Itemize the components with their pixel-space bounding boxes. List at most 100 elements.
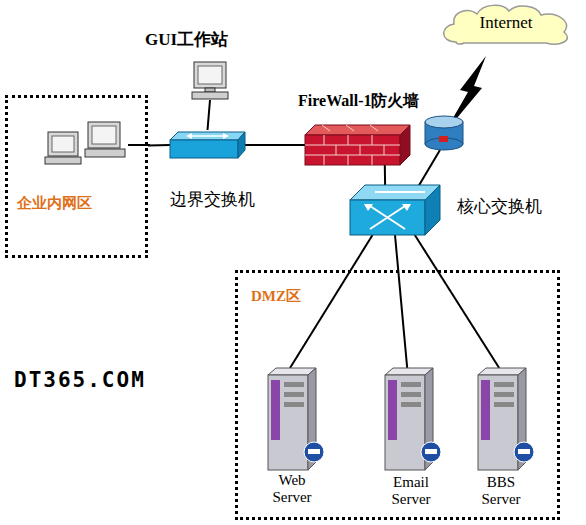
wire-part — [418, 150, 440, 187]
server-icon-part — [421, 442, 441, 462]
server-icon-part — [388, 380, 397, 440]
firewall-icon-part — [305, 125, 400, 165]
workstation-icon — [192, 62, 228, 99]
core-switch-icon-part — [350, 185, 440, 200]
network-link — [395, 235, 407, 368]
pc-icon — [45, 122, 125, 164]
pc-icon-part — [45, 157, 81, 164]
firewall-icon-part — [305, 125, 410, 135]
watermark: DT365.COM — [14, 368, 146, 392]
node-label: FireWall-1防火墙 — [298, 92, 478, 110]
server-icon-part — [401, 382, 421, 387]
core-switch-icon — [350, 185, 440, 235]
pc-icon-part — [88, 122, 120, 148]
router-icon-part — [425, 116, 463, 128]
firewall-icon-part-part — [324, 155, 325, 165]
server-icon-part — [304, 442, 324, 462]
lightning-bolt — [453, 56, 486, 118]
switch-icon-part — [170, 140, 238, 158]
firewall-icon-part-part — [360, 145, 361, 155]
switch-icon-part — [238, 132, 245, 158]
server-icon-part — [385, 375, 425, 470]
network-zone: 企业内网区 — [5, 95, 148, 258]
server-icon-part — [494, 382, 514, 387]
firewall-icon-part-part — [372, 135, 373, 145]
firewall-icon-part-part — [372, 155, 373, 165]
firewall: FireWall-1防火墙 — [305, 125, 410, 165]
server-icon-part — [284, 382, 304, 387]
core-switch-icon-part — [425, 185, 440, 235]
server-icon — [385, 368, 441, 470]
core-switch-icon-part — [402, 204, 411, 211]
server: Email Server — [382, 368, 438, 470]
server-icon-part — [271, 380, 280, 440]
node-label: 核心交换机 — [457, 197, 567, 217]
network-link — [148, 144, 170, 147]
firewall-icon-part-part — [336, 145, 337, 155]
server-icon-part — [401, 402, 421, 407]
server-icon-part — [478, 375, 518, 470]
firewall-icon-part-part — [305, 155, 400, 156]
server-icon-part — [481, 380, 490, 440]
node-label: 企业内网区 — [17, 195, 137, 212]
firewall-icon-part-part — [370, 125, 378, 131]
lightning-bolt-part — [453, 56, 486, 118]
core-switch-icon-part-part — [370, 206, 405, 229]
workstation-icon-part — [194, 62, 226, 88]
workstation: GUI工作站 — [190, 60, 230, 100]
core-switch-icon-part-part — [375, 191, 425, 193]
firewall-icon-part-part — [348, 155, 349, 165]
node-label: Web Server — [262, 472, 322, 507]
switch-icon — [170, 132, 245, 158]
firewall-icon-part-part — [348, 135, 349, 145]
server-icon-part — [308, 449, 320, 454]
node-label: DMZ区 — [251, 288, 331, 305]
network-link — [384, 165, 386, 185]
workstation-icon-part — [198, 66, 222, 84]
pc-icon-part — [52, 136, 74, 152]
firewall-icon-part-part — [305, 145, 400, 146]
network-link — [208, 100, 211, 130]
core-switch: 核心交换机 — [350, 185, 440, 235]
firewall-icon-part-part — [324, 135, 325, 145]
switch-icon-part — [223, 133, 229, 139]
server-icon-part — [514, 442, 534, 462]
router-icon-part — [439, 136, 448, 142]
border-switch: 边界交换机 — [170, 130, 245, 160]
workstation-icon-part — [192, 92, 228, 99]
pc-icon-part — [48, 132, 78, 156]
pc-icon-part — [85, 149, 125, 157]
switch-icon-part — [186, 133, 192, 139]
core-switch-icon-part-part — [370, 206, 405, 229]
server-icon-part — [401, 392, 421, 397]
network-link — [415, 235, 499, 368]
pc-icon-part — [92, 126, 116, 144]
server-icon-part — [268, 375, 308, 470]
node-label: GUI工作站 — [145, 30, 285, 50]
workstation-icon-part — [205, 88, 215, 92]
core-switch-icon-part — [364, 204, 373, 211]
firewall-icon-part-part — [346, 125, 354, 131]
internet-cloud: Internet — [436, 2, 576, 46]
node-label: 边界交换机 — [170, 190, 280, 210]
firewall-icon-part — [400, 125, 410, 165]
server-icon-part — [494, 402, 514, 407]
switch-icon-part — [190, 135, 225, 137]
node-label: BBS Server — [468, 474, 534, 509]
server: Web Server — [262, 368, 318, 470]
server: BBS Server — [474, 368, 530, 470]
firewall-icon-part-part — [384, 145, 385, 155]
switch-icon-part — [170, 132, 245, 140]
firewall-icon-part — [305, 135, 400, 165]
node-label: Email Server — [378, 474, 444, 509]
server-icon — [478, 368, 534, 470]
firewall-icon — [305, 125, 410, 165]
router-icon — [425, 116, 463, 150]
server-icon-part — [494, 392, 514, 397]
firewall-icon-part-part — [322, 125, 330, 131]
node-label: Internet — [436, 13, 576, 33]
network-link — [290, 235, 373, 368]
core-switch-icon-part — [370, 192, 425, 229]
